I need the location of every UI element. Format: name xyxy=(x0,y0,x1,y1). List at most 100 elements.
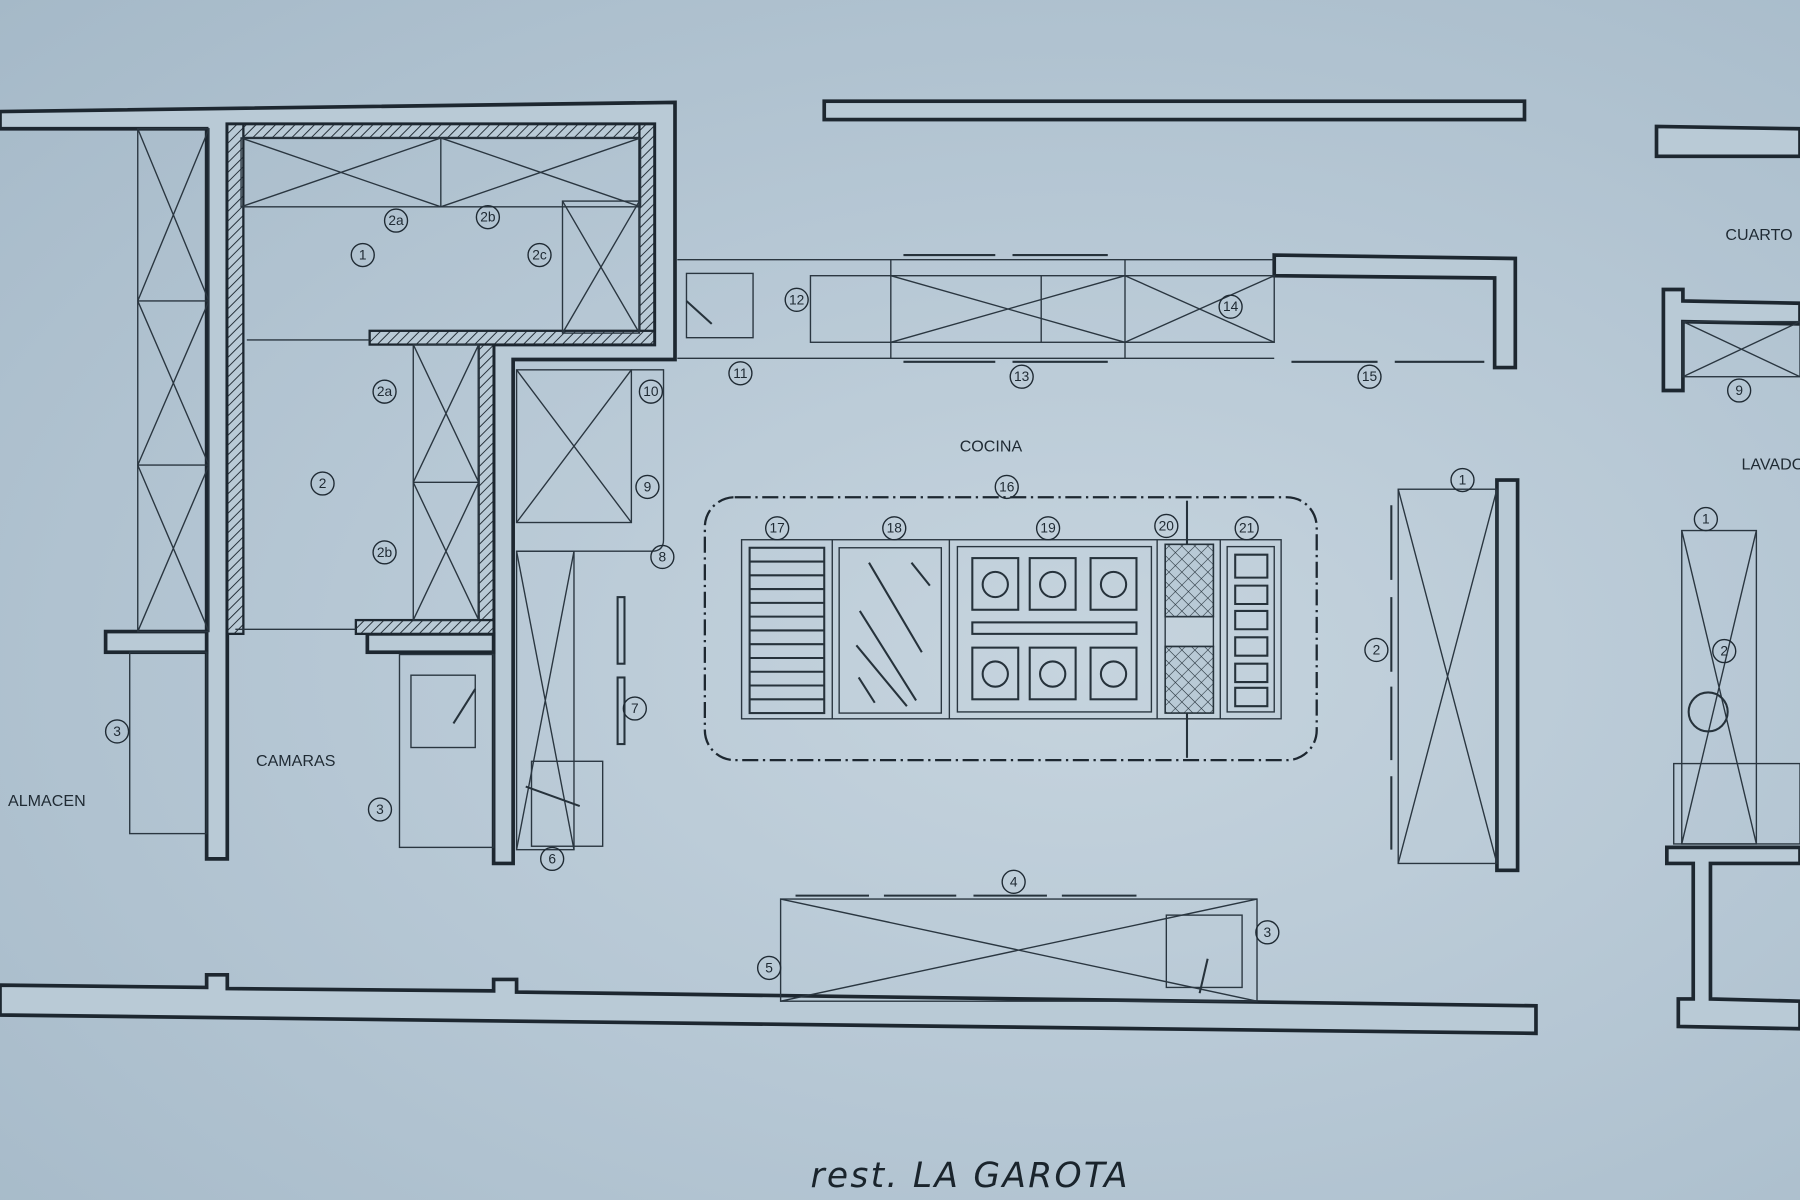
callout-circle xyxy=(650,544,675,570)
callout-marker: 2c xyxy=(527,242,552,268)
callout-circle xyxy=(994,474,1019,500)
callout-number: 10 xyxy=(643,384,659,399)
callout-number: 3 xyxy=(1264,925,1272,940)
callout-circle xyxy=(765,516,790,541)
griddle-17 xyxy=(748,546,826,715)
callout-circle xyxy=(1001,869,1026,894)
callout-marker: 19 xyxy=(1035,516,1061,541)
callout-marker: 2 xyxy=(1364,637,1389,663)
callout-marker: 9 xyxy=(635,474,660,500)
callout-marker: 9 xyxy=(1726,378,1752,403)
callout-circle xyxy=(1035,516,1061,541)
callout-marker: 2b xyxy=(475,204,501,230)
callout-marker: 2 xyxy=(310,471,335,496)
callout-number: 2 xyxy=(1720,644,1728,659)
callout-marker: 17 xyxy=(765,516,790,541)
callout-number: 16 xyxy=(999,479,1015,494)
plan-title: rest. LA GAROTA xyxy=(810,1156,1129,1196)
burners-19 xyxy=(948,539,1153,719)
callout-number: 2 xyxy=(319,476,327,491)
callout-number: 18 xyxy=(887,521,903,536)
callout-marker: 16 xyxy=(994,474,1019,500)
equipment xyxy=(129,128,1800,1002)
callout-number: 9 xyxy=(644,479,652,494)
callout-marker: 1 xyxy=(1693,506,1719,532)
callout-circle xyxy=(756,955,782,981)
callout-number: 8 xyxy=(659,549,667,564)
callout-number: 9 xyxy=(1735,383,1743,398)
callout-number: 5 xyxy=(765,960,773,975)
callout-circle xyxy=(350,242,375,268)
callout-circle xyxy=(1450,467,1475,493)
room-label-almacen: ALMACEN xyxy=(8,792,86,810)
room-label-camaras: CAMARAS xyxy=(256,752,335,770)
callout-marker: 20 xyxy=(1154,513,1179,539)
room-label-cocina: COCINA xyxy=(960,437,1023,455)
callout-number: 14 xyxy=(1223,299,1239,314)
bain-marie-21 xyxy=(1219,539,1275,719)
callout-circle xyxy=(1154,513,1179,539)
callout-circle xyxy=(383,208,409,233)
callout-number: 6 xyxy=(548,851,556,866)
callout-number: 7 xyxy=(631,701,639,716)
callout-marker: 12 xyxy=(784,287,809,312)
callout-number: 17 xyxy=(770,521,785,536)
callout-number: 11 xyxy=(733,366,747,381)
callout-number: 3 xyxy=(376,802,384,817)
callout-circle xyxy=(372,540,397,565)
callout-circle xyxy=(622,696,647,721)
callout-marker: 15 xyxy=(1357,364,1382,389)
callout-marker: 1 xyxy=(1450,467,1475,493)
callout-marker: 2b xyxy=(372,540,397,565)
callout-number: 2a xyxy=(377,384,393,399)
callout-marker: 3 xyxy=(1255,920,1280,945)
callout-circle xyxy=(1712,638,1737,664)
callout-marker: 11 xyxy=(728,361,753,386)
callout-number: 2c xyxy=(532,248,547,263)
callout-marker: 8 xyxy=(650,544,675,570)
fryer-20 xyxy=(1156,500,1215,758)
callout-circle xyxy=(635,474,660,500)
callout-circle xyxy=(372,379,397,404)
callout-marker: 14 xyxy=(1218,294,1243,319)
callout-circle xyxy=(367,797,393,822)
callout-marker: 2a xyxy=(372,379,397,404)
callout-number: 20 xyxy=(1159,518,1175,533)
callout-number: 21 xyxy=(1239,521,1254,536)
callout-number: 13 xyxy=(1014,369,1030,384)
callout-circle xyxy=(540,846,565,872)
plate-18 xyxy=(831,539,943,719)
callout-circle xyxy=(882,516,907,541)
callout-number: 2 xyxy=(1373,642,1381,657)
walls xyxy=(0,99,1800,1036)
callout-marker: 6 xyxy=(540,846,565,872)
callout-marker: 3 xyxy=(104,719,130,744)
callout-marker: 1 xyxy=(350,242,375,268)
callout-circle xyxy=(104,719,130,744)
callout-number: 12 xyxy=(789,292,804,307)
callout-circle xyxy=(475,204,501,230)
callout-circle xyxy=(784,287,809,312)
callout-marker: 2 xyxy=(1712,638,1737,664)
callout-circle xyxy=(1726,378,1752,403)
callout-circle xyxy=(1364,637,1389,663)
callout-number: 3 xyxy=(113,724,121,739)
callout-marker: 13 xyxy=(1009,364,1034,389)
callout-number: 4 xyxy=(1010,874,1018,889)
callout-number: 1 xyxy=(1702,512,1710,527)
callout-number: 2b xyxy=(480,210,496,225)
callout-circle xyxy=(1009,364,1034,389)
room-label-lavado: LAVADO xyxy=(1741,456,1800,474)
cooking-island xyxy=(703,496,1318,762)
callout-circle xyxy=(1218,294,1243,319)
room-label-cuarto: CUARTO xyxy=(1725,226,1792,244)
callout-marker: 3 xyxy=(367,797,393,822)
callout-number: 2b xyxy=(377,545,393,560)
callout-number: 15 xyxy=(1362,369,1378,384)
callout-marker: 5 xyxy=(756,955,782,981)
callout-marker: 21 xyxy=(1234,516,1259,541)
callout-circle xyxy=(638,379,664,404)
callout-marker: 10 xyxy=(638,379,664,404)
